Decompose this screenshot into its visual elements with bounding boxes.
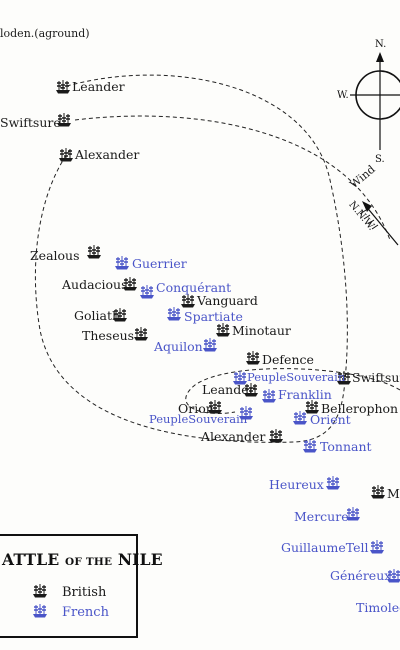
french-legend-icon [32,603,48,619]
legend-title-of: OF THE [65,556,113,568]
french-ship-icon [302,438,318,454]
french-ship-icon [325,475,341,491]
ship-label-leander-mid: Leander [202,382,255,397]
legend-title-suffix: NILE [112,550,163,569]
british-ship-icon [180,293,196,309]
ship-label-timoleon: Timoleo [356,600,400,615]
ship-label-defence: Defence [262,352,314,367]
wind-arrow-icon [359,201,399,246]
french-ship-icon [202,337,218,353]
ship-label-conquerant: Conquérant [156,280,232,295]
british-track-outer [34,74,348,443]
french-ship-icon [139,284,155,300]
ship-label-peuple-souverain-1: PeupleSouverain [247,370,346,384]
french-ship-icon [261,388,277,404]
british-ship-icon [370,484,386,500]
british-ship-icon [215,322,231,338]
ship-label-peuple-souverain-2: PeupleSouverain [149,412,248,426]
ship-label-alexander-bottom: Alexander [201,429,266,444]
british-track-loop [185,368,400,414]
ship-label-aquilon: Aquilon [154,339,203,354]
compass-south-label: S. [375,154,385,165]
ship-label-tonnant: Tonnant [320,439,372,454]
french-ship-icon [292,410,308,426]
legend-title: ATTLE OF THE NILE [2,550,163,569]
ship-label-orient: Orient [310,412,351,427]
french-ship-icon [369,539,385,555]
ship-label-spartiate: Spartiate [184,309,243,324]
ship-label-heureux: Heureux [269,477,324,492]
british-ship-icon [245,350,261,366]
compass-rose [350,52,400,150]
british-ship-icon [86,244,102,260]
ship-label-guillaume-tell: GuillaumeTell [281,540,369,555]
ship-label-guerrier: Guerrier [132,256,187,271]
ship-label-vanguard: Vanguard [197,293,258,308]
compass-west-label: W. [337,90,349,101]
ship-label-bellerophon: Bellerophon [321,401,399,416]
ship-label-goliath: Goliath [74,308,121,323]
ship-label-audacious: Audacious [62,277,128,292]
ship-label-minotaur: Minotaur [232,323,291,338]
ship-label-orion: Orion [178,401,214,416]
ship-label-swiftsure-right: Swiftsure [352,370,400,385]
legend-french-label: French [62,605,109,620]
ship-label-majestic: Ma [387,486,400,501]
ship-label-swiftsure: Swiftsure [0,115,61,130]
british-track-inner [74,115,391,241]
french-ship-icon [232,370,248,386]
culloden-aground-note: loden.(aground) [0,27,90,40]
british-legend-icon [32,583,48,599]
ship-label-mercure: Mercure [294,509,349,524]
ship-label-theseus: Theseus [82,328,135,343]
french-ship-icon [114,255,130,271]
french-ship-icon [166,306,182,322]
compass-north-label: N. [375,39,387,50]
british-ship-icon [268,428,284,444]
legend-title-prefix: ATTLE [2,550,66,569]
map-legend: ATTLE OF THE NILE British French [0,534,163,638]
british-ship-icon [133,326,149,342]
ship-label-franklin: Franklin [278,387,332,402]
ship-label-leander: Leander [72,79,125,94]
ship-label-alexander: Alexander [75,147,140,162]
ship-label-zealous: Zealous [30,248,80,263]
british-ship-icon [55,79,71,95]
legend-british-label: British [62,585,107,600]
ship-label-genereux: Généreux [330,568,392,583]
british-ship-icon [58,147,74,163]
